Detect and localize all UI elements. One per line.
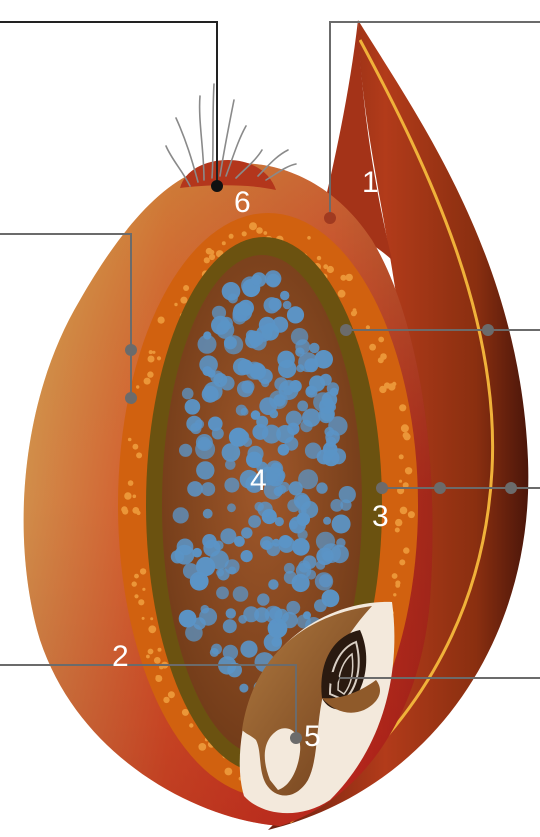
label-2: 2 bbox=[112, 640, 129, 673]
label-3: 3 bbox=[372, 500, 389, 533]
dot-endosperm-edge bbox=[376, 482, 388, 494]
dot-husk-tip bbox=[324, 212, 336, 224]
dot-embryo-axis bbox=[327, 672, 339, 684]
dot-bran bbox=[434, 482, 446, 494]
dot-husk-outer bbox=[505, 482, 517, 494]
label-4: 4 bbox=[250, 464, 267, 497]
dot-brush bbox=[211, 180, 223, 192]
leader-brush bbox=[0, 22, 217, 186]
dot-aleurone bbox=[340, 324, 352, 336]
label-1: 1 bbox=[362, 166, 379, 199]
dot-embryo-base bbox=[290, 732, 302, 744]
dot-husk-line bbox=[482, 324, 494, 336]
dot-wall-upper bbox=[125, 344, 137, 356]
label-5: 5 bbox=[304, 720, 321, 753]
dot-wall-lower bbox=[125, 392, 137, 404]
label-6: 6 bbox=[234, 186, 251, 219]
